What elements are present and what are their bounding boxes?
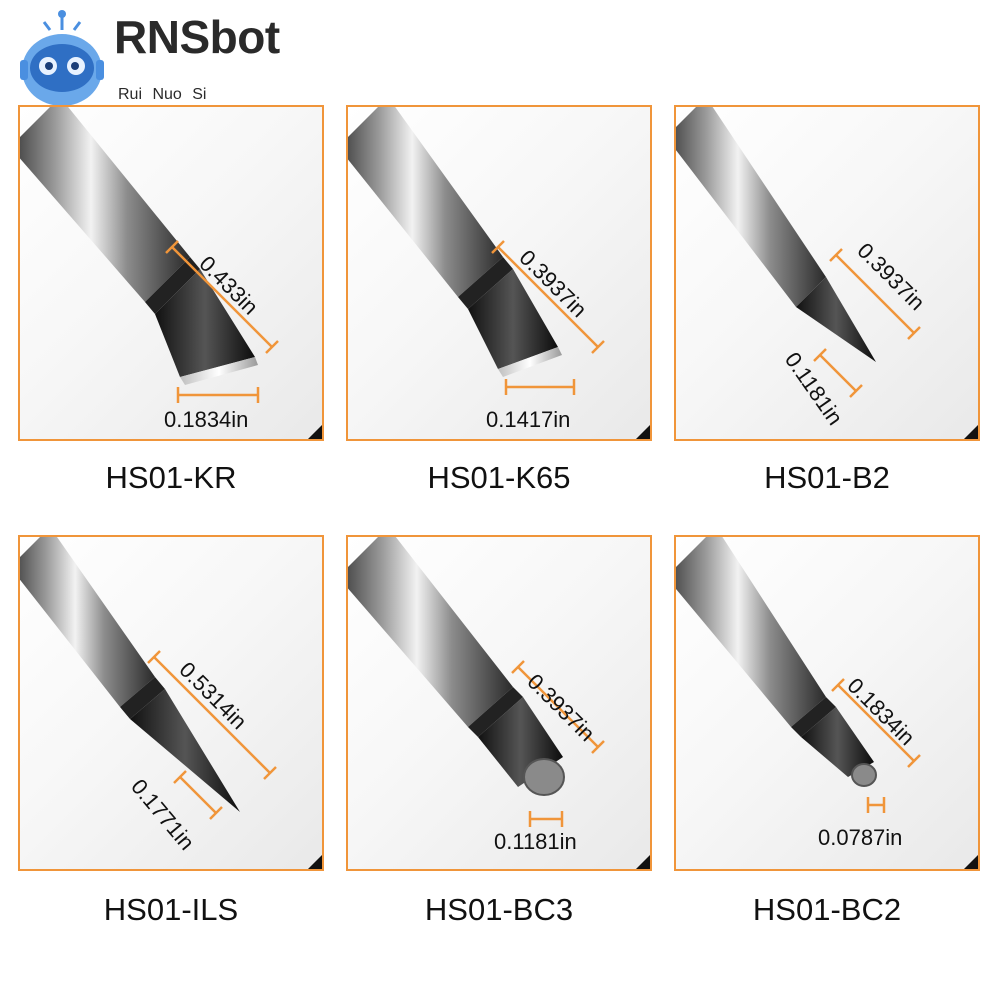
tip-length-label: 0.3937in <box>852 238 929 315</box>
dimension-line-length <box>831 678 921 768</box>
tip-width-label: 0.0787in <box>818 825 902 850</box>
tip-model-label: HS01-KR <box>105 460 237 495</box>
tip-model-label: HS01-ILS <box>103 892 239 927</box>
panel-corner-mark <box>964 425 978 439</box>
dimension-line-length <box>491 240 605 354</box>
tip-width-label: 0.1181in <box>494 829 577 854</box>
tip-panel-kr: 0.433in 0.1834in <box>18 105 324 441</box>
dimension-line-width <box>504 379 576 395</box>
soldering-tip-bc3 <box>348 537 565 796</box>
tip-panel-bc3: 0.3937in 0.1181in <box>346 535 652 871</box>
tip-model-label: HS01-B2 <box>764 460 890 495</box>
soldering-tip-bc2 <box>676 537 877 787</box>
tip-panel-ils: 0.5314in 0.1771in <box>18 535 324 871</box>
tip-panel-b2: 0.3937in 0.1181in <box>674 105 980 441</box>
tip-model-label: HS01-K65 <box>427 460 571 495</box>
dimension-line-width <box>813 348 863 398</box>
tip-model-label: HS01-BC3 <box>424 892 574 927</box>
dimension-line-length <box>511 660 605 754</box>
tip-model-label: HS01-BC2 <box>752 892 902 927</box>
dimension-line-width <box>866 797 886 813</box>
panel-corner-mark <box>636 425 650 439</box>
soldering-tip-ils <box>20 537 240 812</box>
tip-length-label: 0.5314in <box>174 657 251 734</box>
soldering-tip-kr <box>20 107 258 385</box>
dimension-line-width <box>176 387 260 403</box>
dimension-line-length <box>147 650 277 780</box>
panel-corner-mark <box>964 855 978 869</box>
brand-subtitle: Rui Nuo Si <box>118 86 207 103</box>
dimension-line-width <box>173 770 223 820</box>
tip-width-label: 0.1834in <box>164 407 248 432</box>
brand-name: RNSbot <box>114 11 280 63</box>
tip-width-label: 0.1417in <box>486 407 570 432</box>
panel-corner-mark <box>636 855 650 869</box>
dimension-line-length <box>829 248 921 340</box>
tip-panel-k65: 0.3937in 0.1417in <box>346 105 652 441</box>
soldering-tip-k65 <box>348 107 562 377</box>
dimension-line-width <box>528 811 564 827</box>
panel-corner-mark <box>308 425 322 439</box>
dimension-line-length <box>165 240 279 354</box>
robot-head-icon <box>20 10 104 106</box>
panel-corner-mark <box>308 855 322 869</box>
tip-panel-bc2: 0.1834in 0.0787in <box>674 535 980 871</box>
soldering-tip-b2 <box>676 107 876 362</box>
brand-logo: RNSbot Rui Nuo Si <box>18 8 338 108</box>
